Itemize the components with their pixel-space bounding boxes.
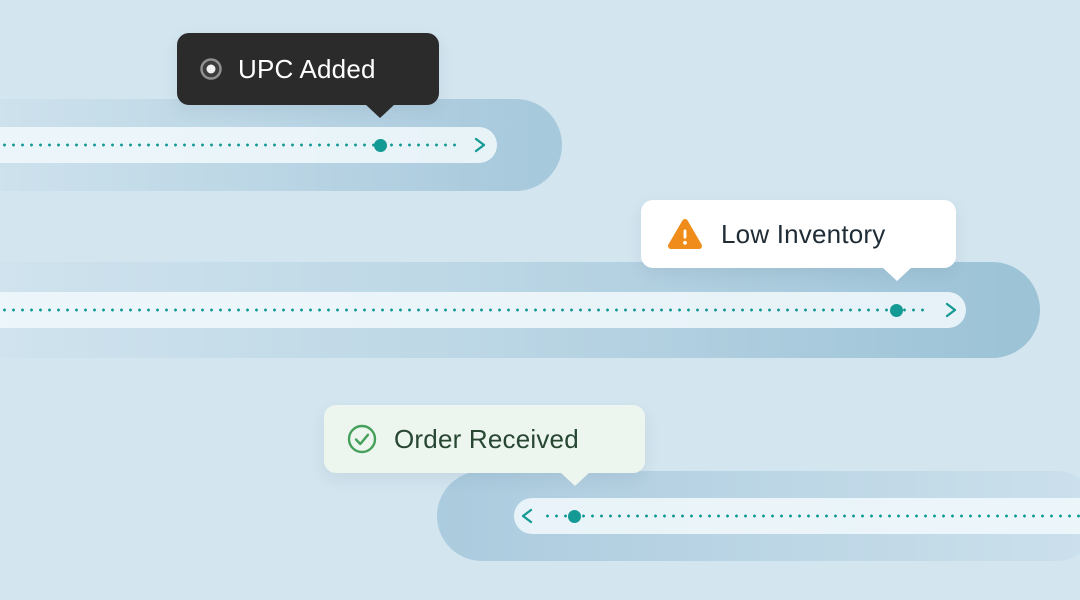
event-dot-upc	[374, 139, 387, 152]
tooltip-label: Low Inventory	[721, 218, 886, 249]
warning-icon	[667, 218, 703, 251]
tooltip-tail	[560, 472, 590, 486]
record-dot-icon	[199, 57, 223, 81]
check-circle-icon	[346, 423, 378, 455]
arrow-right-icon	[470, 136, 488, 159]
dotted-flow-line-upc	[0, 143, 458, 147]
event-dot-inventory	[890, 304, 903, 317]
arrow-left-icon	[519, 507, 537, 530]
tooltip-label: UPC Added	[238, 53, 376, 84]
dotted-flow-line-inventory	[0, 308, 930, 312]
tooltip-low-inventory: Low Inventory	[641, 200, 956, 281]
tooltip-order-received: Order Received	[324, 405, 645, 486]
tooltip-tail	[882, 267, 912, 281]
tooltip-label: Order Received	[394, 423, 579, 454]
arrow-right-icon	[941, 301, 959, 324]
dotted-flow-line-order	[543, 514, 1080, 518]
tooltip-upc-added: UPC Added	[177, 33, 439, 118]
event-dot-order	[568, 510, 581, 523]
tooltip-tail	[365, 104, 395, 118]
